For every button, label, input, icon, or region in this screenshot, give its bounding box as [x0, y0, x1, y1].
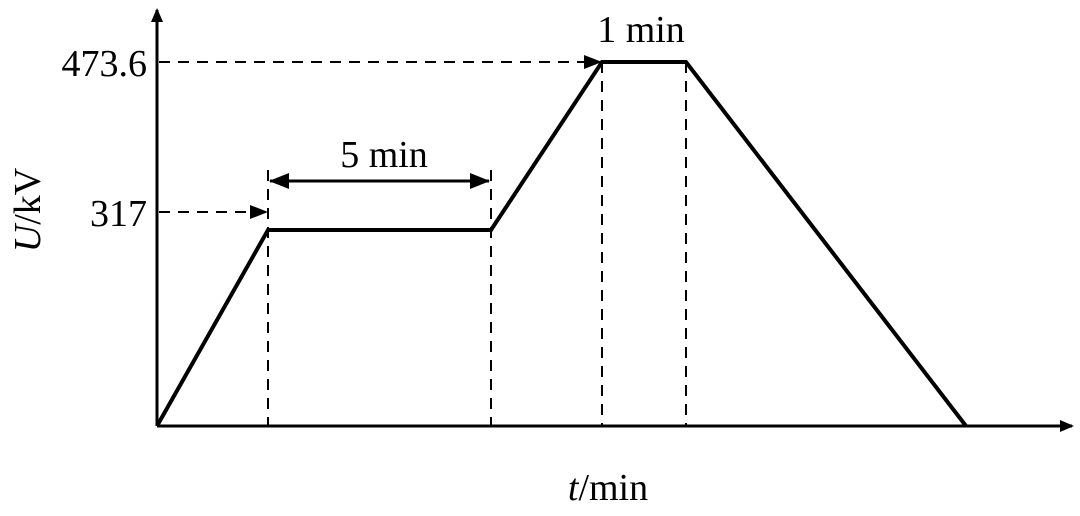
y-axis-variable: U — [7, 222, 49, 252]
vertical-guides — [267, 62, 687, 426]
y-tick-upper: 473.6 — [62, 43, 148, 85]
y-axis-unit: /kV — [7, 167, 49, 225]
y-tick-lower: 317 — [90, 193, 147, 235]
y-axis-title: U/kV — [7, 167, 49, 252]
duration-label-first-hold: 5 min — [340, 134, 428, 176]
x-axis-title: t/min — [568, 467, 648, 509]
x-axis-unit: /min — [578, 467, 648, 509]
duration-label-second-hold: 1 min — [597, 9, 685, 51]
x-axis-variable: t — [568, 467, 580, 509]
voltage-profile-line — [155, 60, 968, 428]
